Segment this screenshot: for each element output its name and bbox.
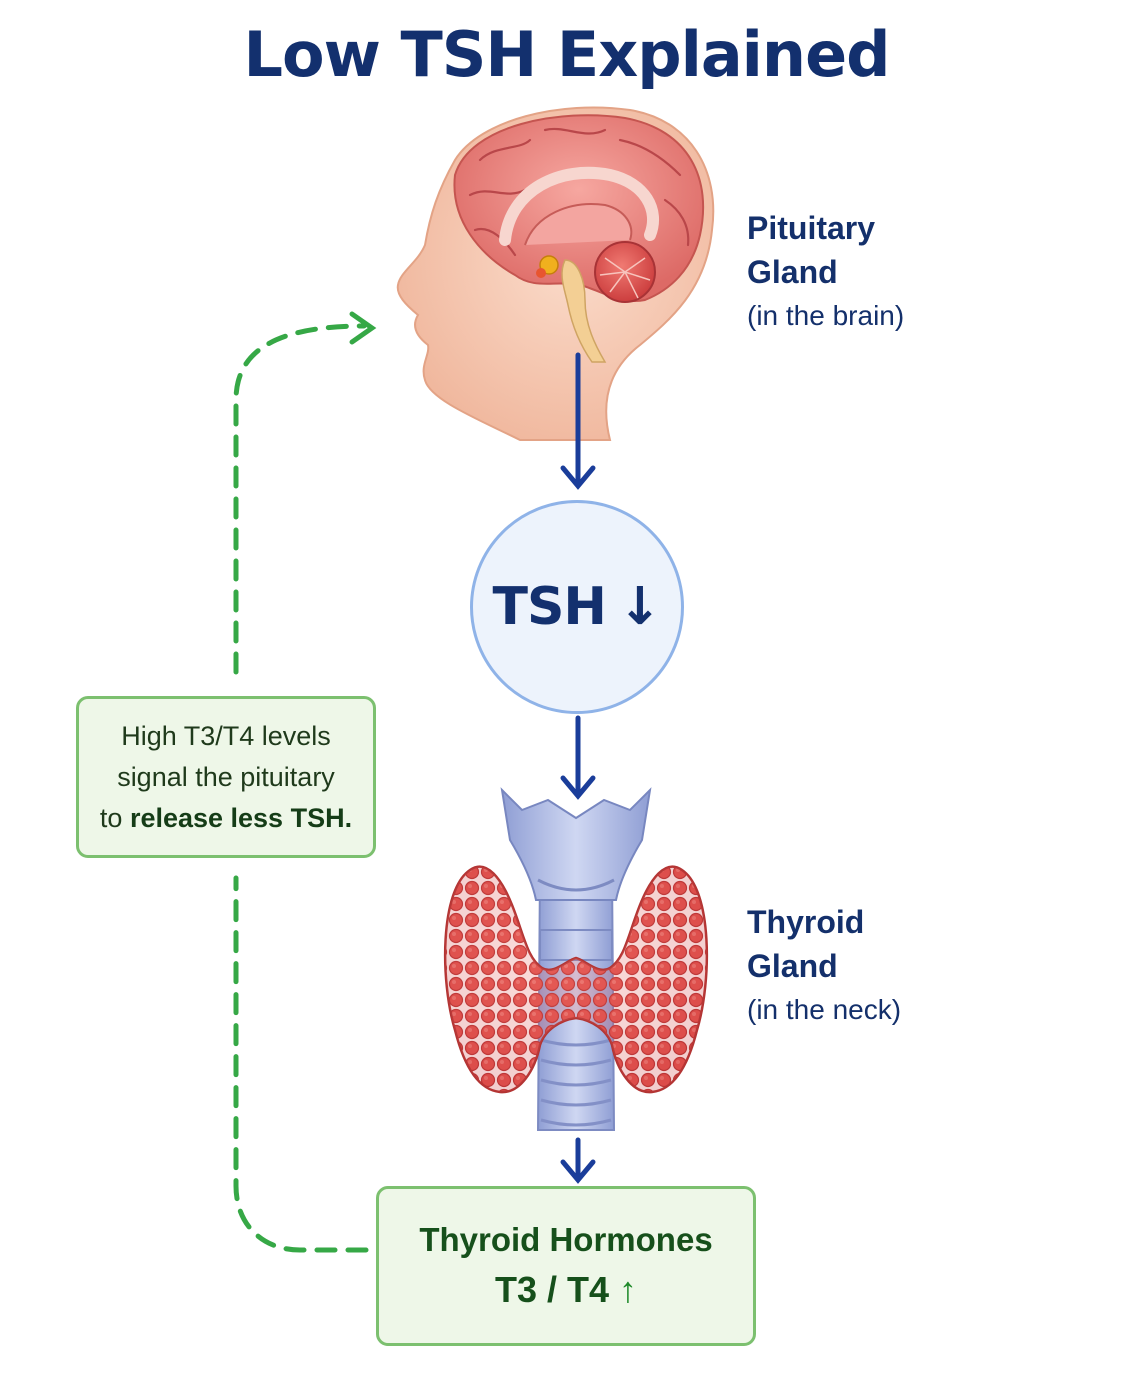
- arrow-brain-to-tsh: [560, 352, 596, 490]
- hormones-title: Thyroid Hormones: [419, 1221, 713, 1258]
- arrow-up-icon: ↑: [619, 1269, 638, 1310]
- pituitary-label-line2: Gland: [747, 254, 838, 290]
- pituitary-label: Pituitary Gland (in the brain): [747, 206, 904, 338]
- pituitary-label-location: (in the brain): [747, 300, 905, 331]
- feedback-line3-bold: release less TSH.: [129, 802, 353, 833]
- thyroid-label: Thyroid Gland (in the neck): [747, 900, 901, 1032]
- feedback-loop-arrow: [233, 311, 377, 1253]
- feedback-line1: High T3/T4 levels: [121, 720, 331, 751]
- feedback-line3: to release less TSH.: [100, 798, 352, 839]
- thyroid-gland-illustration: [443, 787, 709, 1131]
- hormones-subtitle-row: T3 / T4↑: [495, 1264, 637, 1316]
- thyroid-label-line1: Thyroid: [747, 904, 865, 940]
- arrow-thyroid-to-hormones: [560, 1137, 596, 1184]
- arrow-tsh-to-thyroid: [560, 715, 596, 800]
- thyroid-label-line2: Gland: [747, 948, 838, 984]
- thyroid-hormones-box: Thyroid Hormones T3 / T4↑: [376, 1186, 756, 1346]
- arrow-down-icon: ↓: [617, 577, 662, 637]
- thyroid-label-location: (in the neck): [747, 994, 902, 1025]
- tsh-circle: TSH ↓: [470, 500, 684, 714]
- feedback-note-box: High T3/T4 levels signal the pituitary t…: [76, 696, 376, 858]
- feedback-line2: signal the pituitary: [117, 761, 335, 792]
- hormones-subtitle: T3 / T4: [494, 1269, 610, 1310]
- feedback-line3-prefix: to: [99, 802, 130, 833]
- pituitary-label-line1: Pituitary: [747, 210, 876, 246]
- page-title: Low TSH Explained: [243, 18, 890, 91]
- head-brain-illustration: [396, 106, 715, 441]
- tsh-label: TSH: [492, 577, 606, 637]
